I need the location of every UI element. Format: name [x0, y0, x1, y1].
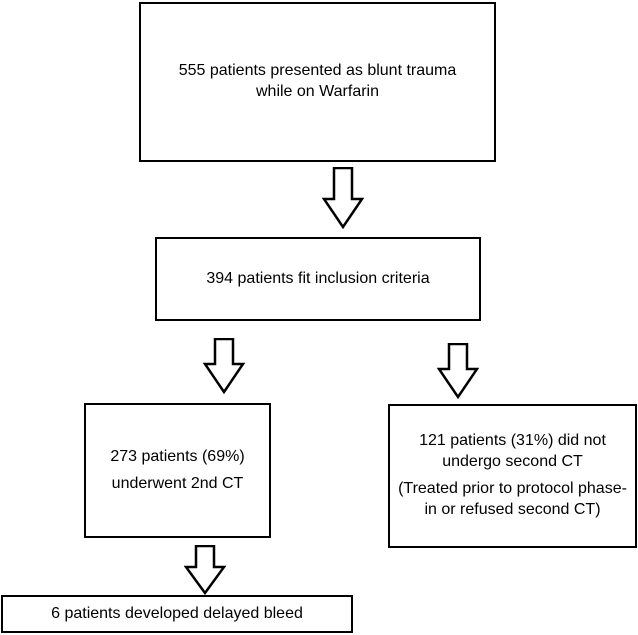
- node-underwent-second-ct: 273 patients (69%) underwent 2nd CT: [84, 403, 271, 538]
- node-no-second-ct-reason: (Treated prior to protocol phase-in or r…: [398, 480, 627, 518]
- node-delayed-bleed-text: 6 patients developed delayed bleed: [51, 604, 303, 622]
- node-no-second-ct-text: 121 patients (31%) did not undergo secon…: [419, 432, 606, 471]
- arrow-inclusion-to-no-second-ct: [437, 343, 479, 399]
- node-underwent-second-ct-text: underwent 2nd CT: [111, 474, 244, 492]
- node-no-second-ct: 121 patients (31%) did not undergo secon…: [388, 404, 637, 548]
- arrow-presented-to-inclusion: [322, 167, 364, 229]
- node-patients-presented-text: 555 patients presented as blunt trauma w…: [178, 62, 457, 100]
- arrow-inclusion-to-second-ct: [203, 338, 245, 394]
- node-delayed-bleed: 6 patients developed delayed bleed: [1, 595, 353, 633]
- node-inclusion-criteria: 394 patients fit inclusion criteria: [155, 237, 481, 321]
- node-inclusion-criteria-text: 394 patients fit inclusion criteria: [206, 269, 430, 287]
- node-underwent-second-ct-count: 273 patients (69%): [110, 447, 245, 465]
- node-patients-presented: 555 patients presented as blunt trauma w…: [139, 2, 496, 162]
- arrow-second-ct-to-delayed-bleed: [184, 545, 226, 595]
